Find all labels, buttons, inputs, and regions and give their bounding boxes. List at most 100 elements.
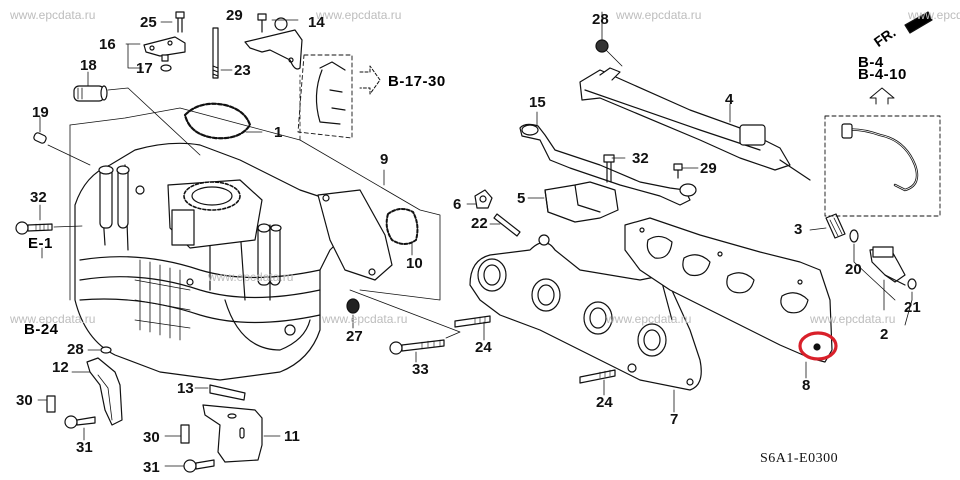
assembly-outline-9 bbox=[69, 107, 441, 301]
bracket-11[interactable] bbox=[202, 404, 263, 463]
reference-e1[interactable]: E-1 bbox=[28, 235, 53, 252]
egr-pipe-part[interactable] bbox=[315, 61, 346, 125]
manifold-7[interactable] bbox=[469, 234, 702, 391]
fuel-pipe[interactable] bbox=[843, 128, 919, 192]
stud-22[interactable] bbox=[493, 213, 521, 237]
callout-28-right[interactable]: 28 bbox=[592, 11, 609, 28]
gasket-1[interactable] bbox=[183, 102, 252, 140]
bolt-32-left[interactable] bbox=[15, 221, 53, 235]
bolt-29-right[interactable] bbox=[673, 163, 683, 179]
callout-3[interactable]: 3 bbox=[794, 221, 803, 238]
callout-29-top[interactable]: 29 bbox=[226, 7, 243, 24]
seal-3[interactable] bbox=[825, 213, 846, 239]
nut-27[interactable] bbox=[346, 298, 360, 314]
callout-32-left[interactable]: 32 bbox=[30, 189, 47, 206]
reference-b17-30[interactable]: B-17-30 bbox=[388, 73, 446, 90]
highlight-circle bbox=[798, 331, 838, 361]
callout-22[interactable]: 22 bbox=[471, 215, 488, 232]
insulator-5[interactable] bbox=[544, 181, 619, 223]
callout-30-left[interactable]: 30 bbox=[16, 392, 33, 409]
callout-32-right[interactable]: 32 bbox=[632, 150, 649, 167]
callout-7[interactable]: 7 bbox=[670, 411, 679, 428]
reference-b4[interactable]: B-4 bbox=[858, 54, 884, 71]
callout-24-bottom[interactable]: 24 bbox=[596, 394, 613, 411]
callout-12[interactable]: 12 bbox=[52, 359, 69, 376]
watermark: www.epcdata.ru bbox=[322, 312, 408, 326]
fuel-rail-4[interactable] bbox=[579, 67, 811, 181]
watermark: www.epcdata.ru bbox=[606, 312, 692, 326]
callout-8[interactable]: 8 bbox=[802, 377, 811, 394]
bracket-12[interactable] bbox=[86, 357, 123, 426]
bracket-14[interactable] bbox=[244, 17, 303, 70]
callout-21[interactable]: 21 bbox=[904, 299, 921, 316]
nut-6[interactable] bbox=[474, 189, 493, 209]
bolt-30-left[interactable] bbox=[46, 395, 56, 413]
stud-24-bottom[interactable] bbox=[579, 369, 616, 384]
callout-33[interactable]: 33 bbox=[412, 361, 429, 378]
o-ring-17[interactable] bbox=[160, 64, 172, 72]
reference-b24[interactable]: B-24 bbox=[24, 321, 59, 338]
callout-4[interactable]: 4 bbox=[725, 91, 734, 108]
plug-18[interactable] bbox=[73, 85, 108, 102]
callout-15[interactable]: 15 bbox=[529, 94, 546, 111]
gasket-8[interactable] bbox=[624, 217, 833, 363]
watermark: www.epcdata.ru bbox=[316, 8, 402, 22]
front-direction-arrow bbox=[904, 11, 933, 34]
bolt-30-right[interactable] bbox=[180, 424, 190, 444]
callout-1[interactable]: 1 bbox=[274, 124, 283, 141]
callout-28-left[interactable]: 28 bbox=[67, 341, 84, 358]
injector-2[interactable] bbox=[869, 246, 906, 286]
callout-9[interactable]: 9 bbox=[380, 151, 389, 168]
o-ring-21[interactable] bbox=[907, 278, 917, 290]
callout-25[interactable]: 25 bbox=[140, 14, 157, 31]
callout-5[interactable]: 5 bbox=[517, 190, 526, 207]
o-ring-20[interactable] bbox=[849, 229, 859, 243]
bolt-31-left[interactable] bbox=[64, 415, 96, 429]
reference-arrow-b4[interactable] bbox=[869, 87, 895, 105]
callout-14[interactable]: 14 bbox=[308, 14, 325, 31]
bolt-32-right[interactable] bbox=[603, 154, 615, 183]
bolt-33[interactable] bbox=[389, 339, 445, 355]
plate-13[interactable] bbox=[209, 384, 246, 401]
sensor-16[interactable] bbox=[143, 36, 186, 62]
callout-6[interactable]: 6 bbox=[453, 196, 462, 213]
callout-24-left[interactable]: 24 bbox=[475, 339, 492, 356]
bolt-31-right[interactable] bbox=[183, 459, 215, 473]
callout-19[interactable]: 19 bbox=[32, 104, 49, 121]
callout-27[interactable]: 27 bbox=[346, 328, 363, 345]
watermark: www.epcdata.ru bbox=[616, 8, 702, 22]
stud-23[interactable] bbox=[212, 27, 219, 79]
callout-20[interactable]: 20 bbox=[845, 261, 862, 278]
callout-31-left[interactable]: 31 bbox=[76, 439, 93, 456]
reference-arrow-b17-30[interactable] bbox=[359, 65, 381, 95]
watermark: www.epcdata.ru bbox=[10, 8, 96, 22]
watermark: www.epcdata.ru bbox=[810, 312, 896, 326]
callout-11[interactable]: 11 bbox=[284, 428, 300, 445]
intake-manifold[interactable] bbox=[74, 142, 347, 381]
egr-box-dashed bbox=[297, 54, 353, 139]
leader-lines bbox=[37, 19, 913, 467]
pipe-box-dashed bbox=[824, 115, 941, 217]
watermark: www.epcdata.ru bbox=[908, 8, 960, 22]
bracket-15[interactable] bbox=[519, 123, 697, 206]
callout-13[interactable]: 13 bbox=[177, 380, 194, 397]
part-19[interactable] bbox=[33, 132, 47, 144]
nut-28-left[interactable] bbox=[100, 346, 112, 354]
callout-23[interactable]: 23 bbox=[234, 62, 251, 79]
callout-10[interactable]: 10 bbox=[406, 255, 423, 272]
callout-2[interactable]: 2 bbox=[880, 326, 889, 343]
stud-24-left[interactable] bbox=[454, 315, 491, 328]
callout-16[interactable]: 16 bbox=[99, 36, 116, 53]
diagram-code: S6A1-E0300 bbox=[760, 451, 839, 466]
callout-17[interactable]: 17 bbox=[136, 60, 153, 77]
callout-30-right[interactable]: 30 bbox=[143, 429, 160, 446]
callout-18[interactable]: 18 bbox=[80, 57, 97, 74]
reference-b4-10[interactable]: B-4-10 bbox=[858, 66, 907, 83]
watermark: www.epcdata.ru bbox=[10, 312, 96, 326]
bolt-29-top[interactable] bbox=[257, 13, 267, 33]
gasket-10[interactable] bbox=[385, 208, 419, 245]
callout-29-right[interactable]: 29 bbox=[700, 160, 717, 177]
callout-31-right[interactable]: 31 bbox=[143, 459, 160, 476]
bolt-25[interactable] bbox=[175, 11, 185, 33]
